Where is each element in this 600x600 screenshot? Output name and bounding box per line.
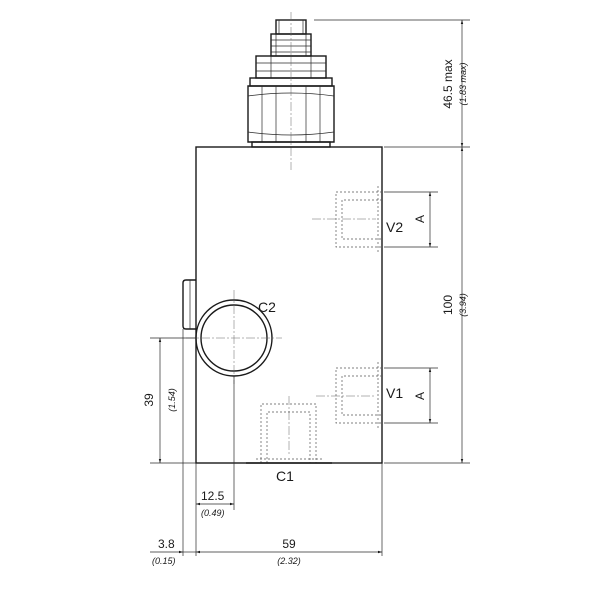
- port-c1: [246, 396, 332, 464]
- dim-port-a-lower: A: [413, 392, 427, 400]
- port-v2: [312, 186, 382, 254]
- dim-height: [314, 19, 470, 464]
- dim-c2-height-mm: 39: [142, 393, 156, 407]
- side-plug: [182, 279, 196, 330]
- dim-body-width-mm: 59: [282, 537, 296, 551]
- dim-body-width-in: (2.32): [277, 556, 301, 566]
- dim-c2-height: [150, 337, 196, 464]
- dim-c2-offset-in: (0.49): [201, 508, 225, 518]
- dim-body-height-mm: 100: [441, 295, 455, 315]
- dim-port-a: [384, 191, 438, 424]
- dim-height-max-in: (1.83 max): [458, 62, 468, 105]
- label-v1: V1: [386, 385, 403, 401]
- dim-c2-offset-mm: 12.5: [201, 489, 225, 503]
- dim-plug-offset-mm: 3.8: [158, 537, 175, 551]
- label-c2: C2: [258, 299, 276, 315]
- dim-height-max-mm: 46.5 max: [441, 59, 455, 108]
- dim-body-height-in: (3.94): [458, 293, 468, 317]
- dim-c2-height-in: (1.54): [167, 388, 177, 412]
- dim-bottom: [150, 329, 383, 556]
- label-c1: C1: [276, 468, 294, 484]
- port-v1: [316, 362, 382, 430]
- dim-plug-offset-in: (0.15): [152, 556, 176, 566]
- dim-port-a-upper: A: [413, 215, 427, 223]
- label-v2: V2: [386, 219, 403, 235]
